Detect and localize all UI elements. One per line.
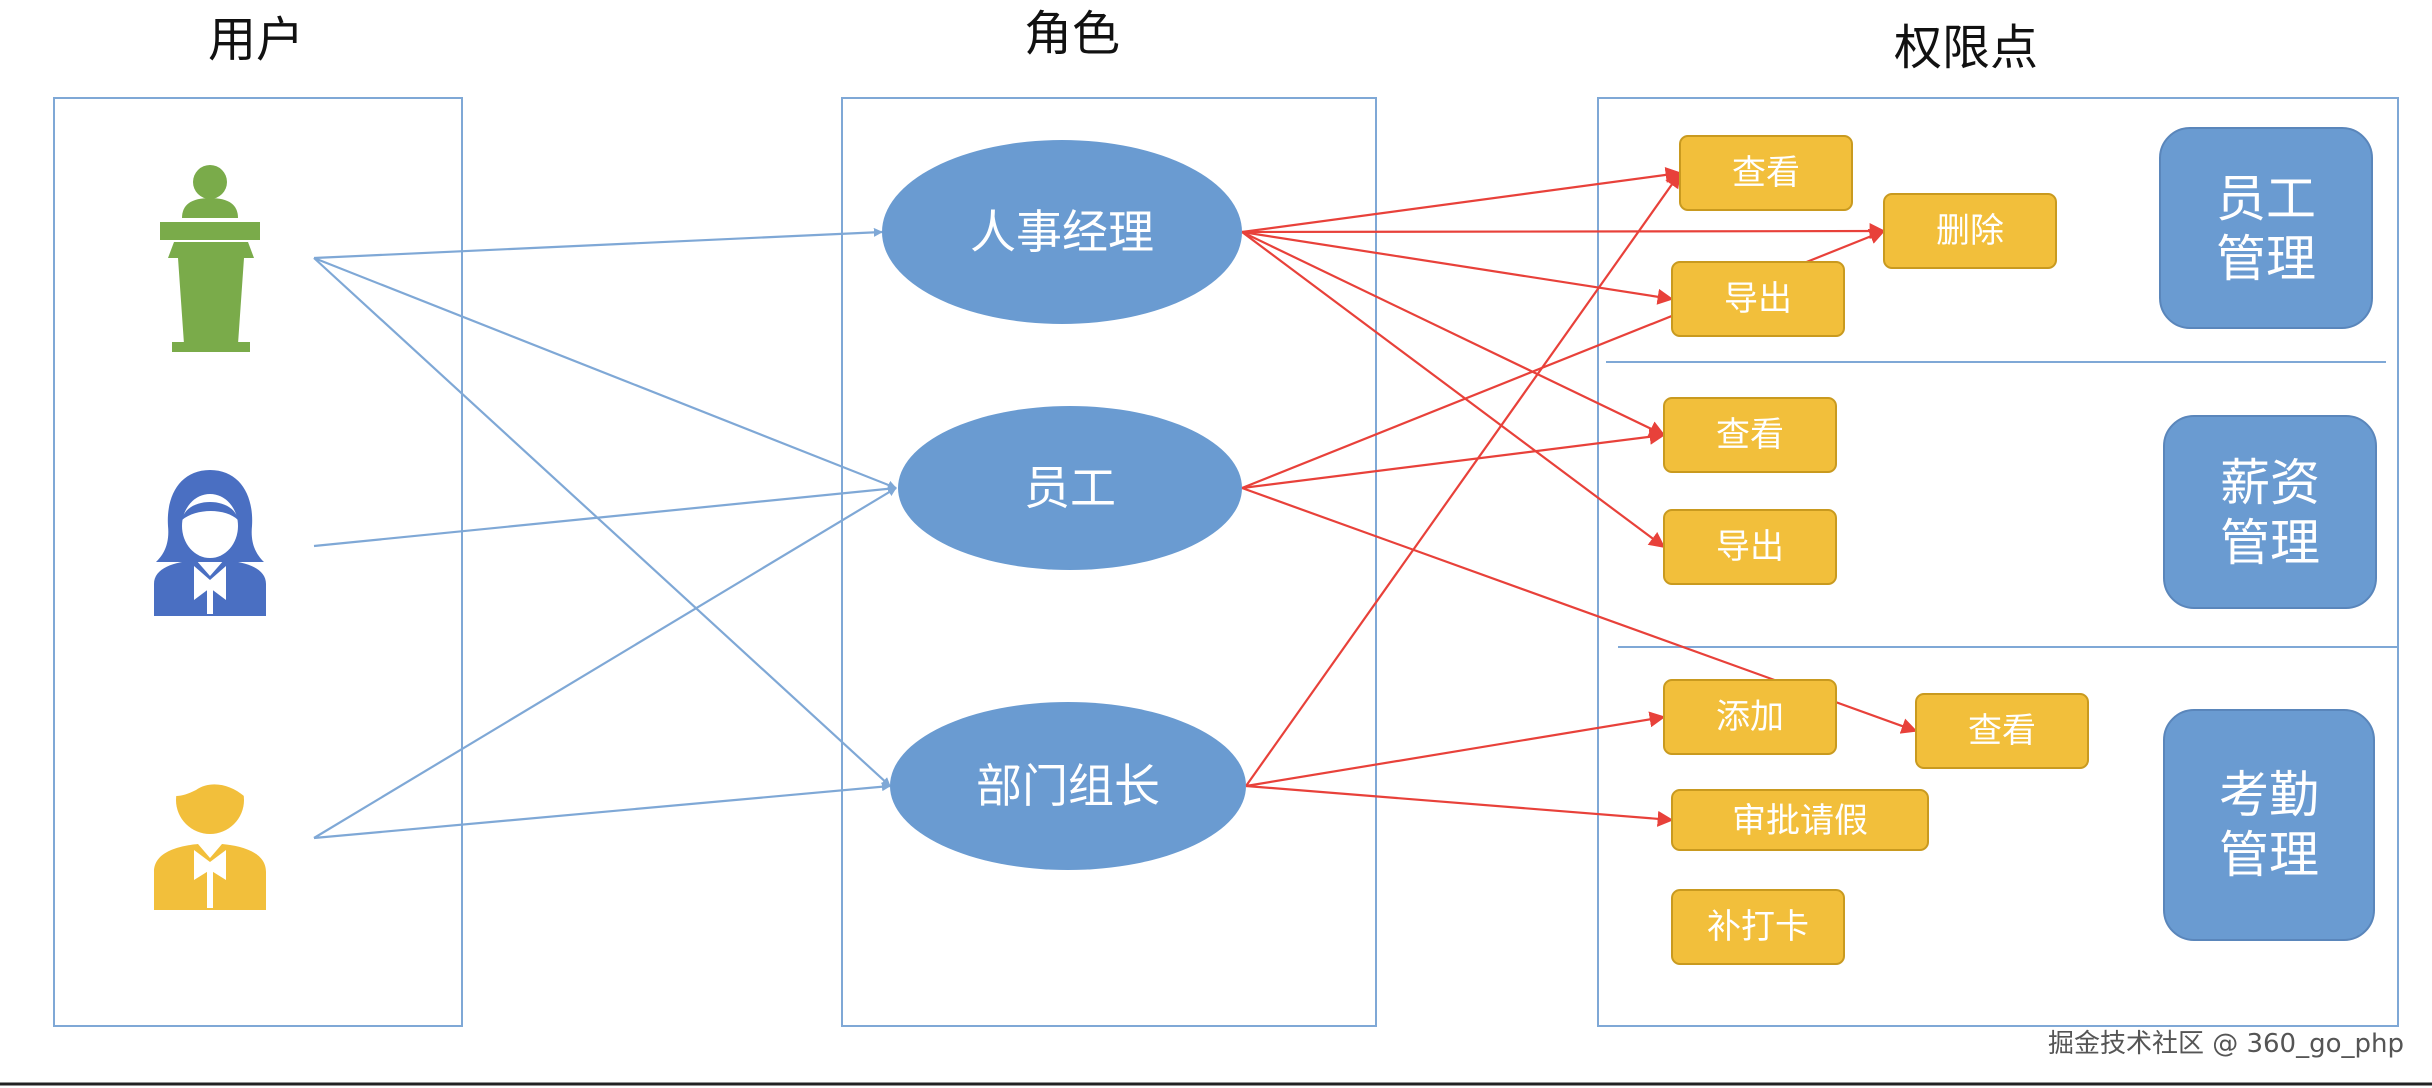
- permission-attendance-add[interactable]: 添加: [1663, 679, 1837, 755]
- permission-label: 查看: [1716, 415, 1784, 455]
- module-label-line2: 管理: [2216, 230, 2316, 288]
- role-label: 人事经理: [970, 205, 1154, 259]
- role-permission-link: [1241, 231, 1666, 548]
- role-label: 员工: [1024, 461, 1116, 515]
- role-permission-link: [1245, 171, 1681, 787]
- role-permission-link: [1241, 231, 1666, 436]
- role-team-leader[interactable]: 部门组长: [890, 702, 1246, 870]
- module-label-line1: 考勤: [2219, 766, 2319, 824]
- module-employee-management[interactable]: 员工 管理: [2159, 127, 2373, 329]
- role-employee[interactable]: 员工: [898, 406, 1242, 570]
- permission-label: 查看: [1968, 711, 2036, 751]
- permission-label: 审批请假: [1732, 801, 1868, 841]
- role-permission-link: [1241, 428, 1666, 490]
- role-permission-link: [1245, 784, 1674, 827]
- manager-podium-icon: [160, 165, 260, 352]
- module-attendance-management[interactable]: 考勤 管理: [2163, 709, 2375, 941]
- permission-attendance-view[interactable]: 查看: [1915, 693, 2089, 769]
- module-salary-management[interactable]: 薪资 管理: [2163, 415, 2377, 609]
- roles-frame: [841, 97, 1377, 1027]
- permission-employee-delete[interactable]: 删除: [1883, 193, 2057, 269]
- permission-approve-leave[interactable]: 审批请假: [1671, 789, 1929, 851]
- users-frame: [53, 97, 463, 1027]
- user-role-link: [313, 256, 897, 490]
- permissions-column-title: 权限点: [1894, 20, 2038, 76]
- module-label-line2: 管理: [2220, 514, 2320, 572]
- user-role-link: [313, 257, 891, 787]
- role-permission-link: [1241, 223, 1886, 240]
- roles-column-title: 角色: [1024, 6, 1120, 62]
- permission-label: 补打卡: [1707, 907, 1809, 947]
- user-role-link: [313, 487, 897, 839]
- watermark: 掘金技术社区 @ 360_go_php: [2048, 1029, 2404, 1059]
- role-label: 部门组长: [976, 759, 1160, 813]
- permission-employee-export[interactable]: 导出: [1671, 261, 1845, 337]
- permission-label: 删除: [1936, 211, 2004, 251]
- module-label-line1: 薪资: [2220, 454, 2320, 512]
- user-role-link: [313, 484, 897, 548]
- permissions-frame: [1597, 97, 2399, 1027]
- permission-employee-view[interactable]: 查看: [1679, 135, 1853, 211]
- boy-leader-icon: [154, 750, 266, 910]
- user-role-links: [313, 227, 897, 840]
- permission-label: 添加: [1716, 697, 1784, 737]
- role-permission-link: [1241, 166, 1682, 234]
- permission-salary-view[interactable]: 查看: [1663, 397, 1837, 473]
- user-role-link: [313, 782, 891, 840]
- module-label-line2: 管理: [2219, 826, 2319, 884]
- permission-label: 导出: [1716, 527, 1784, 567]
- user-role-link: [313, 227, 883, 260]
- role-permission-link: [1241, 230, 1674, 305]
- role-permission-link: [1245, 711, 1666, 788]
- female-staff-icon: [154, 470, 266, 616]
- permission-salary-export[interactable]: 导出: [1663, 509, 1837, 585]
- role-hr-manager[interactable]: 人事经理: [882, 140, 1242, 324]
- module-label-line1: 员工: [2216, 170, 2316, 228]
- permission-label: 导出: [1724, 279, 1792, 319]
- permission-label: 查看: [1732, 153, 1800, 193]
- permission-clock-in-fix[interactable]: 补打卡: [1671, 889, 1845, 965]
- users-column-title: 用户: [208, 12, 304, 68]
